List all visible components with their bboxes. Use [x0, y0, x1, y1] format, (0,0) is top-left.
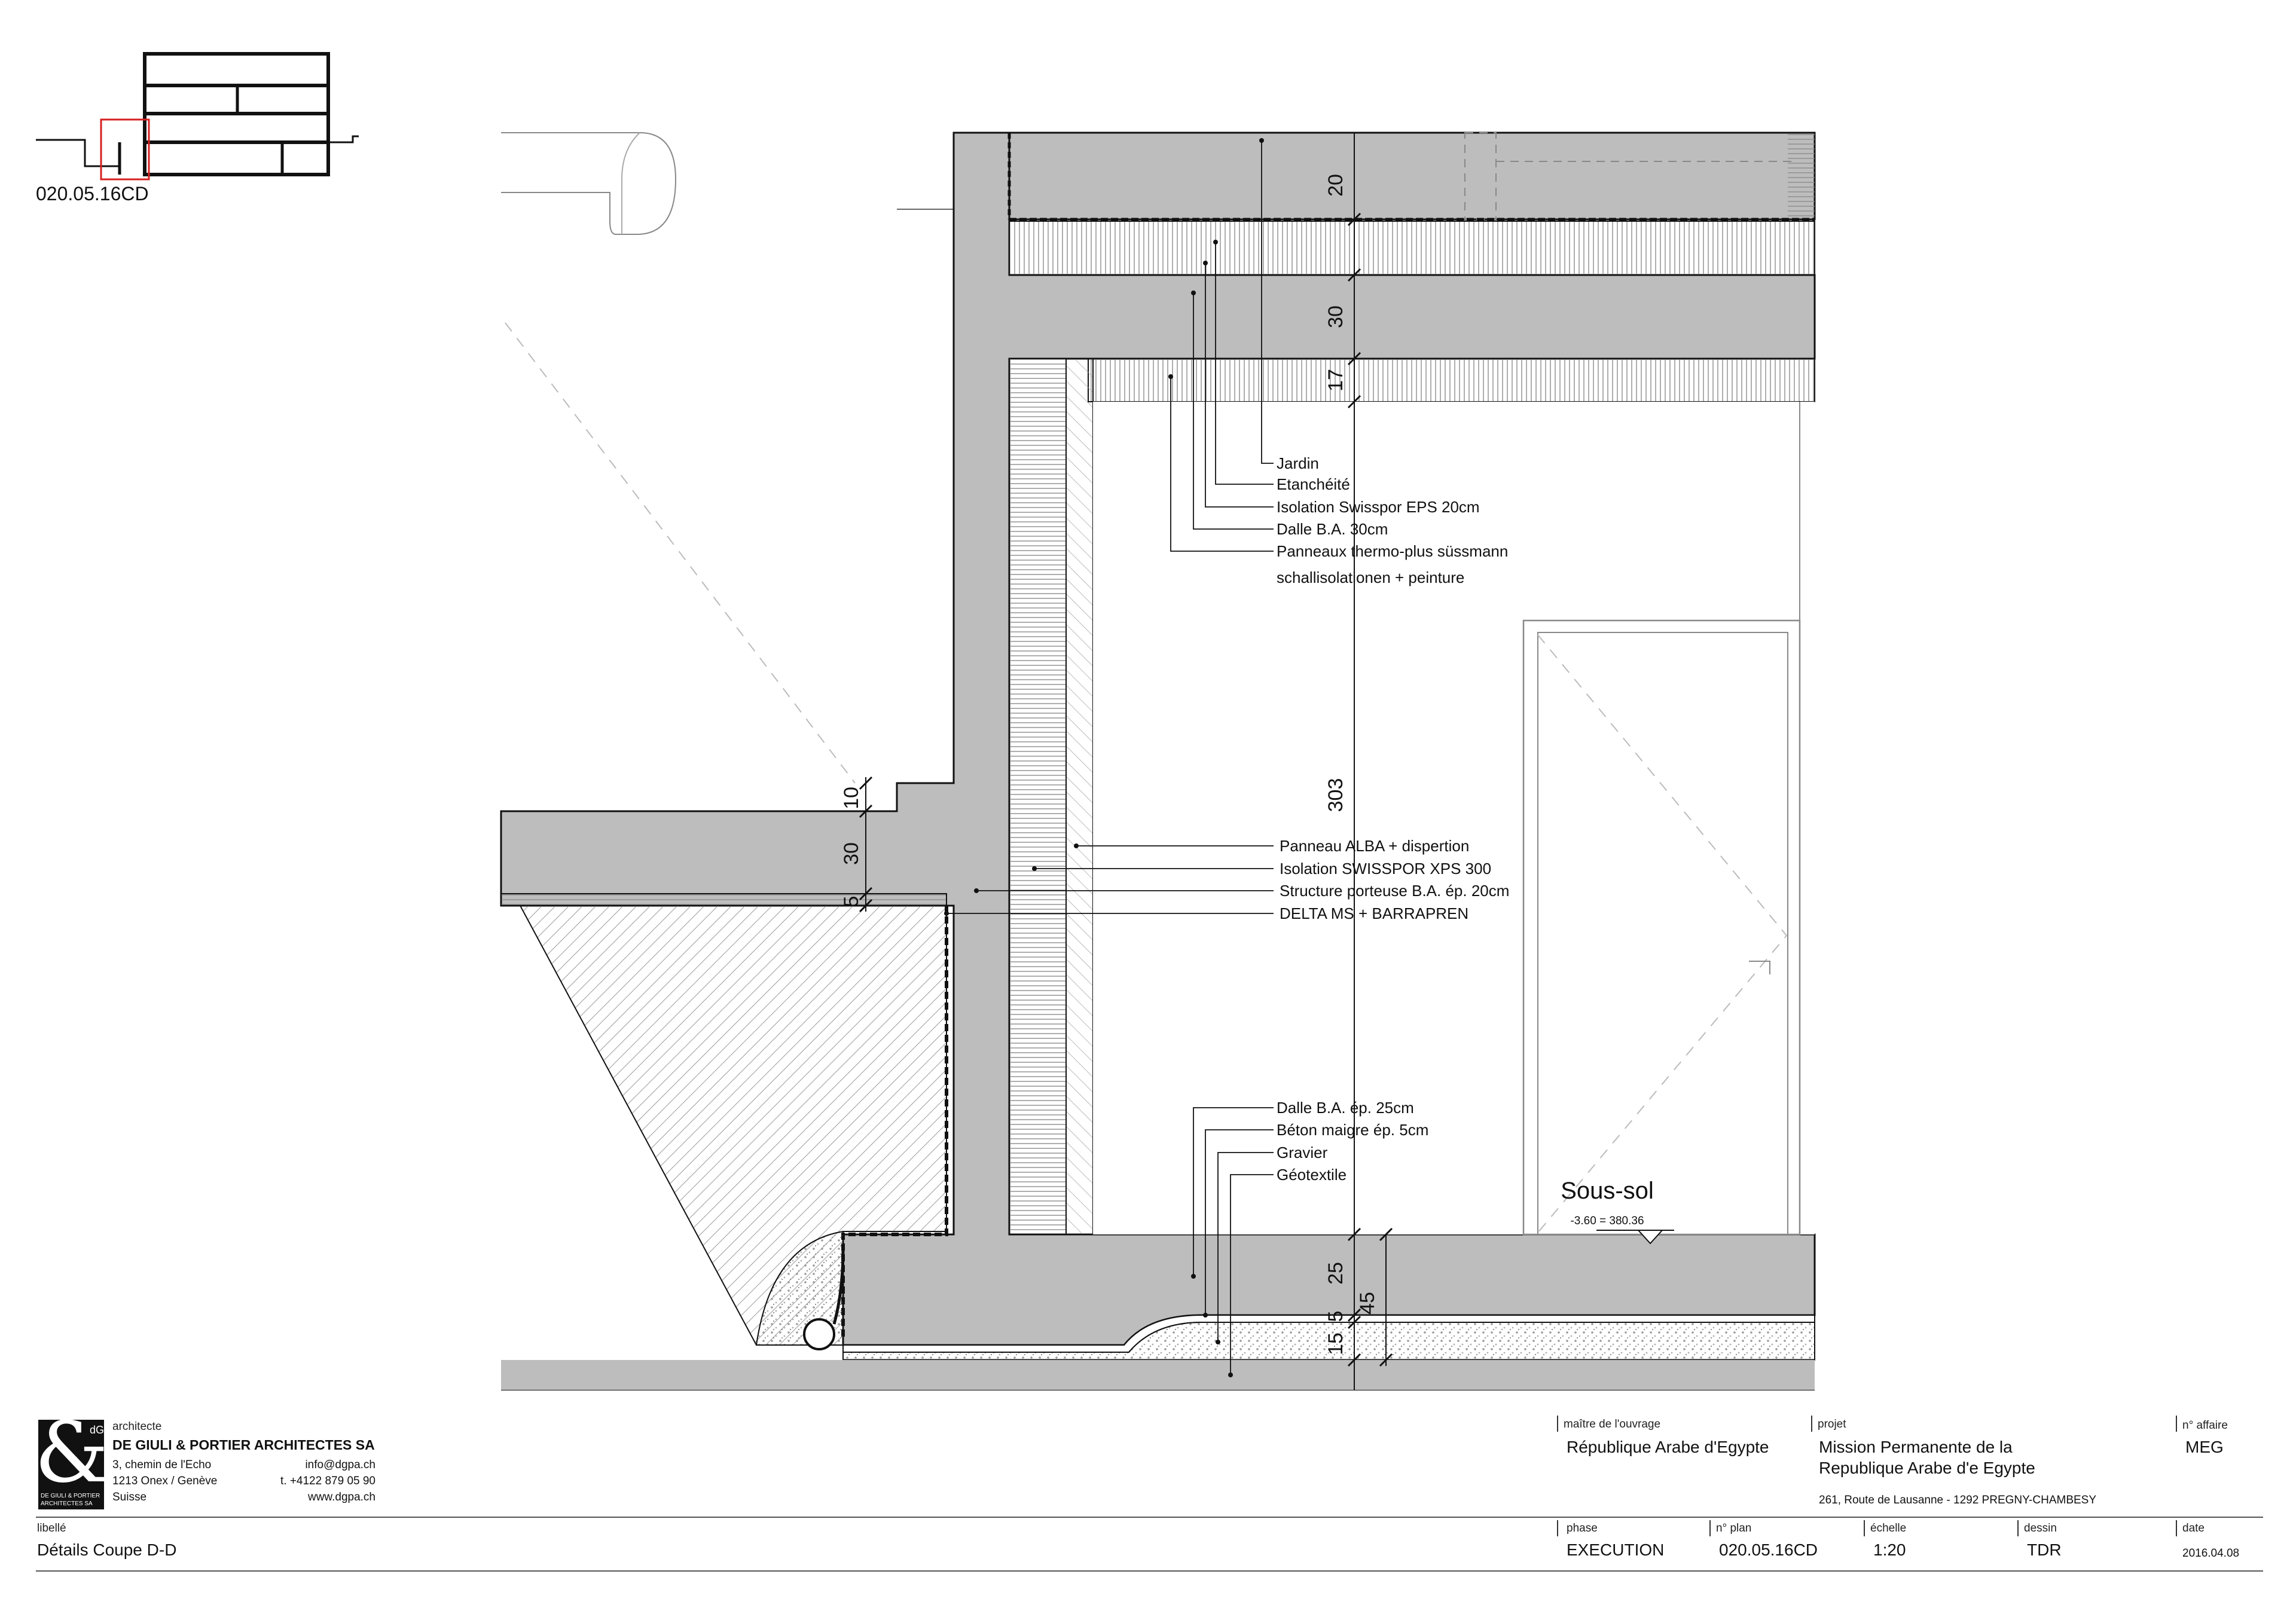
note-dalle-30: Dalle B.A. 30cm: [1277, 520, 1388, 538]
firm-email: info@dgpa.ch: [305, 1459, 375, 1471]
owner-label: maître de l'ouvrage: [1564, 1418, 1660, 1431]
drawn-value: TDR: [2027, 1541, 2062, 1559]
dim-ceiling-panel: 17: [1324, 369, 1347, 392]
note-delta-ms: DELTA MS + BARRAPREN: [1280, 904, 1468, 922]
level-name: Sous-sol: [1561, 1178, 1654, 1204]
firm-address-1: 3, chemin de l'Echo: [112, 1459, 211, 1471]
note-isolation-eps: Isolation Swisspor EPS 20cm: [1277, 498, 1480, 516]
note-geotextile: Géotextile: [1277, 1166, 1347, 1184]
project-line-2: Republique Arabe d'e Egypte: [1819, 1459, 2035, 1477]
firm-web: www.dgpa.ch: [307, 1491, 375, 1503]
scale-label: échelle: [1870, 1522, 1906, 1535]
dim-floor-total: 45: [1356, 1292, 1379, 1315]
note-panneau-alba: Panneau ALBA + dispertion: [1280, 837, 1469, 855]
key-plan-highlight: [100, 118, 150, 181]
phase-value: EXECUTION: [1567, 1541, 1664, 1559]
firm-logo: & dGPa DE GIULI & PORTIER ARCHITECTES SA: [35, 1404, 118, 1509]
firm-country: Suisse: [112, 1491, 146, 1503]
affaire-label: n° affaire: [2182, 1419, 2228, 1432]
plan-value: 020.05.16CD: [1719, 1541, 1818, 1559]
project-label: projet: [1818, 1418, 1846, 1431]
firm-phone: t. +4122 879 05 90: [280, 1475, 375, 1487]
libelle-value: Détails Coupe D-D: [37, 1541, 176, 1559]
svg-text:&: &: [35, 1404, 109, 1502]
title-block: & dGPa DE GIULI & PORTIER ARCHITECTES SA…: [35, 1404, 2263, 1572]
dim-step: 10: [840, 787, 863, 809]
svg-text:dGPa: dGPa: [90, 1424, 118, 1436]
dim-gravel: 15: [1324, 1332, 1347, 1355]
plan-label: n° plan: [1716, 1522, 1751, 1535]
key-plan-code: 020.05.16CD: [36, 183, 149, 204]
note-etancheite: Etanchéité: [1277, 475, 1350, 493]
drawn-label: dessin: [2024, 1522, 2057, 1535]
svg-text:ARCHITECTES SA: ARCHITECTES SA: [41, 1500, 93, 1507]
date-value: 2016.04.08: [2182, 1547, 2239, 1560]
project-line-1: Mission Permanente de la: [1819, 1438, 2013, 1456]
dim-slab-roof: 30: [1324, 305, 1347, 328]
note-jardin: Jardin: [1277, 454, 1319, 472]
note-structure-porteuse: Structure porteuse B.A. ép. 20cm: [1280, 882, 1509, 900]
affaire-value: MEG: [2185, 1438, 2224, 1456]
firm-name: DE GIULI & PORTIER ARCHITECTES SA: [112, 1437, 375, 1453]
phase-label: phase: [1567, 1522, 1598, 1535]
svg-text:DE GIULI & PORTIER: DE GIULI & PORTIER: [41, 1493, 100, 1499]
note-beton-maigre: Béton maigre ép. 5cm: [1277, 1121, 1428, 1139]
note-dalle-25: Dalle B.A. ép. 25cm: [1277, 1099, 1414, 1117]
note-isolation-xps: Isolation SWISSPOR XPS 300: [1280, 860, 1491, 878]
project-address: 261, Route de Lausanne - 1292 PREGNY-CHA…: [1819, 1494, 2096, 1506]
libelle-label: libellé: [37, 1522, 66, 1535]
dim-room-height: 303: [1324, 778, 1347, 812]
dim-ground-slab: 30: [840, 842, 863, 865]
firm-role: architecte: [112, 1420, 161, 1433]
level-elevation: -3.60 = 380.36: [1570, 1215, 1644, 1227]
note-panneaux-thermo: Panneaux thermo-plus süssmann: [1277, 542, 1508, 560]
dim-slab-top: 20: [1324, 174, 1347, 197]
note-panneaux-thermo-2: schallisolationen + peinture: [1277, 568, 1464, 586]
dim-lean-concrete: 5: [1324, 1311, 1347, 1322]
dim-sub-layer: 5: [840, 896, 863, 907]
section-drawing: Sous-sol -3.60 = 380.36 20 30 17 303 25 …: [500, 132, 1816, 1390]
dim-floor-slab: 25: [1324, 1262, 1347, 1285]
scale-value: 1:20: [1873, 1541, 1906, 1559]
note-gravier: Gravier: [1277, 1144, 1328, 1162]
firm-address-2: 1213 Onex / Genève: [112, 1475, 217, 1487]
owner-value: République Arabe d'Egypte: [1567, 1438, 1769, 1456]
date-label: date: [2182, 1522, 2205, 1535]
key-plan: 020.05.16CD: [36, 52, 359, 204]
